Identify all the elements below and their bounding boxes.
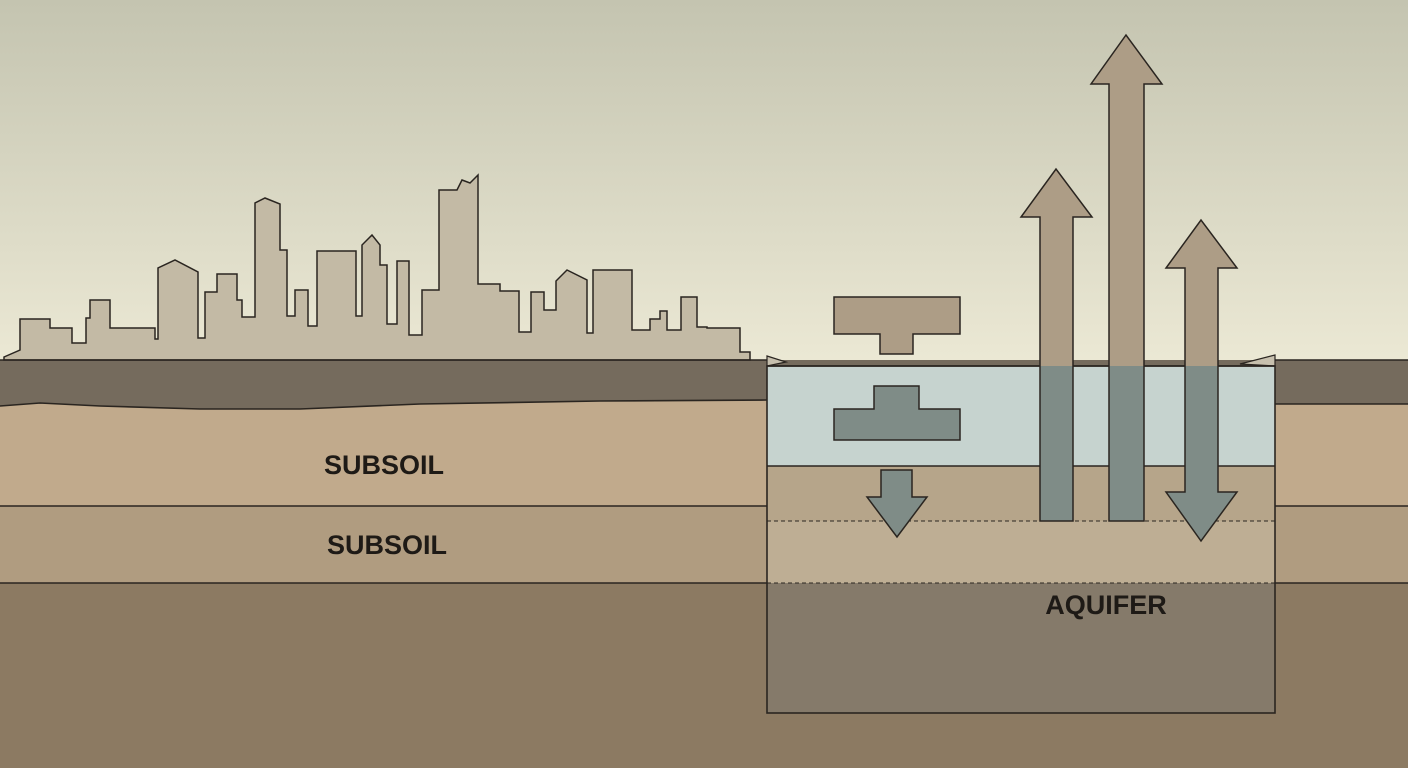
up-arrow-center — [1089, 33, 1164, 522]
city-skyline — [3, 173, 751, 361]
double-arrow-right — [1164, 218, 1239, 543]
right-rim-lip — [1239, 354, 1276, 367]
subsoil-lower-label: SUBSOIL — [327, 530, 447, 560]
subsoil-upper-label: SUBSOIL — [324, 450, 444, 480]
t-block-above — [833, 296, 961, 355]
saturated-sand-zone — [767, 521, 1275, 583]
up-arrow-left — [1019, 167, 1094, 522]
aquifer-label: AQUIFER — [1045, 590, 1167, 620]
topsoil-boundary-line — [0, 399, 768, 410]
aquifer-zone — [767, 583, 1275, 713]
t-block-submerged — [833, 385, 961, 441]
left-rim-lip — [766, 355, 789, 367]
reservoir-outline — [766, 365, 1276, 714]
topsoil-layer — [0, 360, 1408, 409]
down-arrow-small — [865, 469, 929, 539]
